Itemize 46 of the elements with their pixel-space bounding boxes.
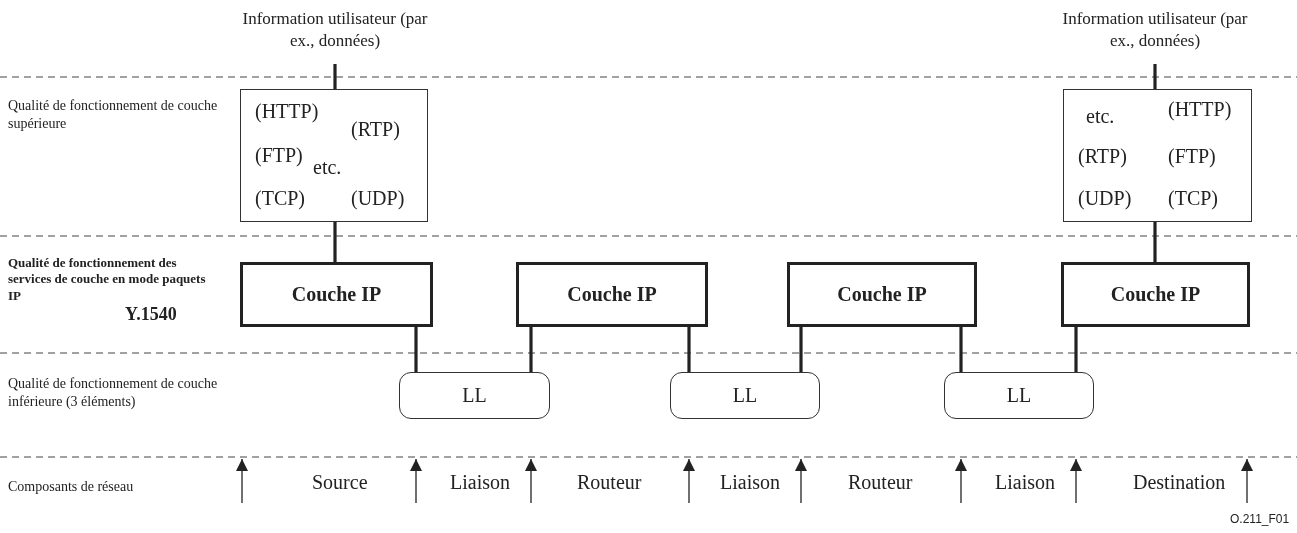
connector-line bbox=[687, 327, 691, 372]
upper-layer-box bbox=[1063, 89, 1252, 222]
ip-layer-box: Couche IP bbox=[787, 262, 977, 327]
connector-line bbox=[333, 64, 337, 89]
component-label: Source bbox=[312, 470, 368, 495]
layer-label: Composants de réseau bbox=[8, 478, 134, 496]
component-label: Destination bbox=[1133, 470, 1226, 495]
ip-layer-box: Couche IP bbox=[240, 262, 433, 327]
layer-label: Qualité de fonctionnement de couche supérieure bbox=[8, 97, 219, 132]
lower-layer-box: LL bbox=[670, 372, 820, 419]
connector-line bbox=[1153, 222, 1157, 262]
connector-line bbox=[1074, 327, 1078, 372]
connector-line bbox=[799, 327, 803, 372]
lower-layer-box: LL bbox=[944, 372, 1094, 419]
upper-layer-box bbox=[240, 89, 428, 222]
connector-line bbox=[959, 327, 963, 372]
connector-line bbox=[333, 222, 337, 262]
figure-id: O.211_F01 bbox=[1230, 512, 1290, 527]
layer-label: Qualité de fonctionnement de couche inférieure (3 éléments) bbox=[8, 375, 218, 410]
component-label: Liaison bbox=[720, 470, 780, 495]
ip-layer-box: Couche IP bbox=[1061, 262, 1250, 327]
connector-line bbox=[529, 327, 533, 372]
protocol-label: (FTP) bbox=[255, 144, 303, 167]
component-label: Routeur bbox=[577, 470, 642, 495]
connector-line bbox=[1153, 64, 1157, 89]
user-information-label: Information utilisateur (par ex., données) bbox=[240, 8, 430, 58]
protocol-label: (TCP) bbox=[255, 187, 305, 210]
component-label: Liaison bbox=[450, 470, 510, 495]
protocol-label: (HTTP) bbox=[1168, 98, 1232, 121]
protocol-label: (RTP) bbox=[351, 118, 400, 141]
protocol-label: (HTTP) bbox=[255, 100, 319, 123]
connector-line bbox=[414, 327, 418, 372]
layer-label: Qualité de fonctionnement des services de couche en mode paquets IP bbox=[8, 255, 207, 304]
ip-layer-box: Couche IP bbox=[516, 262, 708, 327]
lower-layer-box: LL bbox=[399, 372, 550, 419]
protocol-label: (UDP) bbox=[1078, 187, 1132, 210]
protocol-label: (RTP) bbox=[1078, 145, 1127, 168]
recommendation-label: Y.1540 bbox=[125, 303, 177, 326]
protocol-label: (FTP) bbox=[1168, 145, 1216, 168]
component-label: Routeur bbox=[848, 470, 913, 495]
protocol-label: etc. bbox=[313, 156, 342, 179]
component-label: Liaison bbox=[995, 470, 1055, 495]
protocol-label: (TCP) bbox=[1168, 187, 1218, 210]
protocol-label: (UDP) bbox=[351, 187, 405, 210]
user-information-label: Information utilisateur (par ex., données) bbox=[1060, 8, 1250, 58]
protocol-label: etc. bbox=[1086, 105, 1115, 128]
